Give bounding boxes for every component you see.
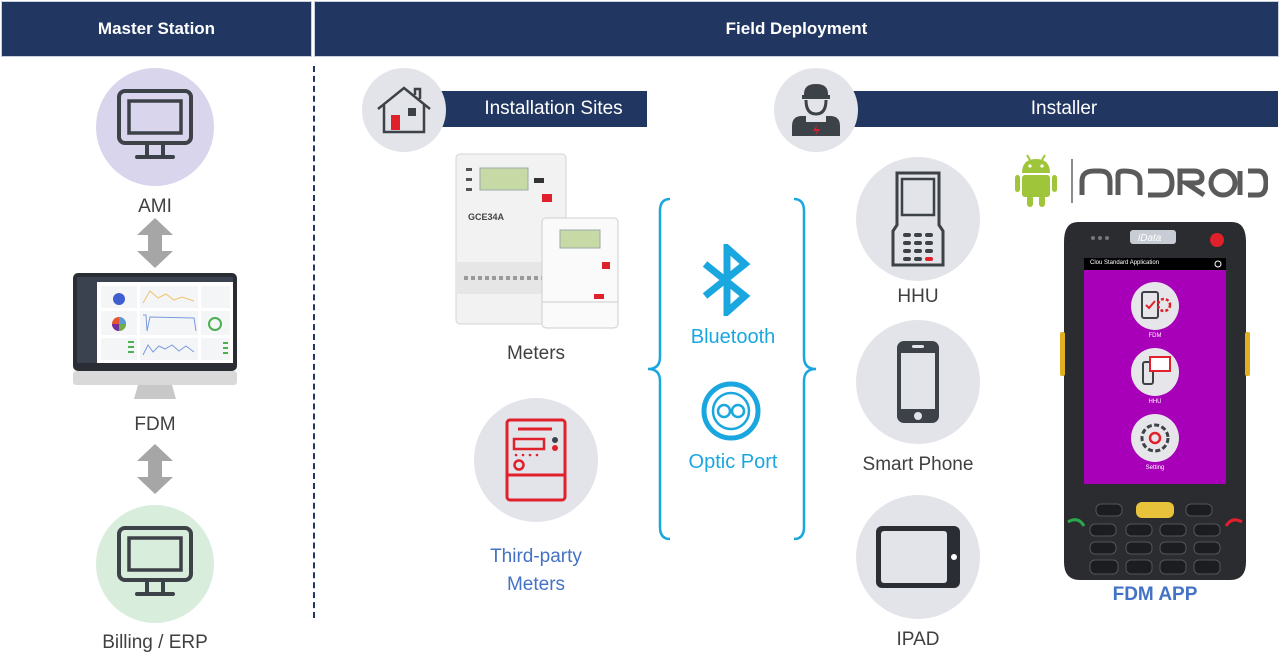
monitor-icon bbox=[117, 526, 193, 596]
section-divider bbox=[313, 66, 315, 618]
fdm-app-caption: FDM APP bbox=[1112, 584, 1198, 605]
fdm-label: FDM bbox=[134, 414, 176, 435]
optic-port-label: Optic Port bbox=[688, 451, 778, 473]
app-item-setting[interactable]: Setting bbox=[1145, 465, 1165, 471]
bluetooth-icon bbox=[701, 240, 755, 321]
ami-node bbox=[96, 68, 214, 186]
installer-icon bbox=[792, 84, 840, 136]
ami-label: AMI bbox=[138, 196, 172, 217]
header-field-deployment-label: Field Deployment bbox=[725, 19, 868, 38]
monitor-icon bbox=[117, 89, 193, 159]
app-item-hhu[interactable]: HHU bbox=[1148, 399, 1162, 405]
third-party-meters-label: Third-party Meters bbox=[456, 543, 616, 599]
device-brand: iData bbox=[1138, 233, 1162, 244]
installer-bar: Installer bbox=[850, 91, 1278, 127]
billing-erp-label: Billing / ERP bbox=[102, 632, 208, 653]
installation-sites-badge bbox=[362, 68, 446, 152]
app-item-fdm[interactable]: FDM bbox=[1148, 333, 1162, 339]
bluetooth-label: Bluetooth bbox=[690, 326, 776, 348]
third-party-meters-label-line2: Meters bbox=[506, 574, 566, 595]
tablet-icon bbox=[876, 526, 960, 588]
bidirectional-arrow-icon bbox=[136, 444, 174, 494]
third-party-meters-label-line1: Third-party bbox=[490, 546, 582, 567]
header-field-deployment: Field Deployment bbox=[314, 1, 1279, 57]
header-master-station: Master Station bbox=[1, 1, 312, 57]
smartphone-node bbox=[856, 320, 980, 444]
installation-sites-title: Installation Sites bbox=[484, 98, 623, 119]
android-handheld-device: iData bbox=[1060, 222, 1250, 580]
fdm-dashboard-monitor bbox=[72, 273, 238, 403]
ipad-label: IPAD bbox=[896, 629, 940, 650]
left-brace bbox=[644, 197, 674, 546]
smartphone-icon bbox=[897, 341, 939, 423]
bidirectional-arrow-icon bbox=[136, 218, 174, 268]
house-icon bbox=[377, 86, 431, 134]
meters-label: Meters bbox=[506, 343, 566, 364]
app-header: Clou Standard Application bbox=[1090, 260, 1160, 266]
installer-badge bbox=[774, 68, 858, 152]
svg-text:GCE34A: GCE34A bbox=[468, 212, 505, 222]
ipad-node bbox=[856, 495, 980, 619]
meter-icon bbox=[505, 418, 567, 502]
optic-port-icon bbox=[701, 381, 761, 446]
android-logo bbox=[1014, 153, 1269, 211]
right-brace bbox=[790, 197, 820, 546]
header-master-station-label: Master Station bbox=[97, 19, 216, 38]
smartphone-label: Smart Phone bbox=[862, 454, 974, 475]
billing-erp-node bbox=[96, 505, 214, 623]
installation-sites-bar: Installation Sites bbox=[440, 91, 647, 127]
hhu-label: HHU bbox=[897, 286, 939, 307]
smart-meters-image: GCE34A bbox=[444, 150, 620, 330]
third-party-meter-node bbox=[474, 398, 598, 522]
hhu-icon bbox=[891, 171, 945, 267]
android-robot-icon bbox=[1015, 154, 1057, 207]
hhu-node bbox=[856, 157, 980, 281]
installer-title: Installer bbox=[1030, 98, 1098, 119]
